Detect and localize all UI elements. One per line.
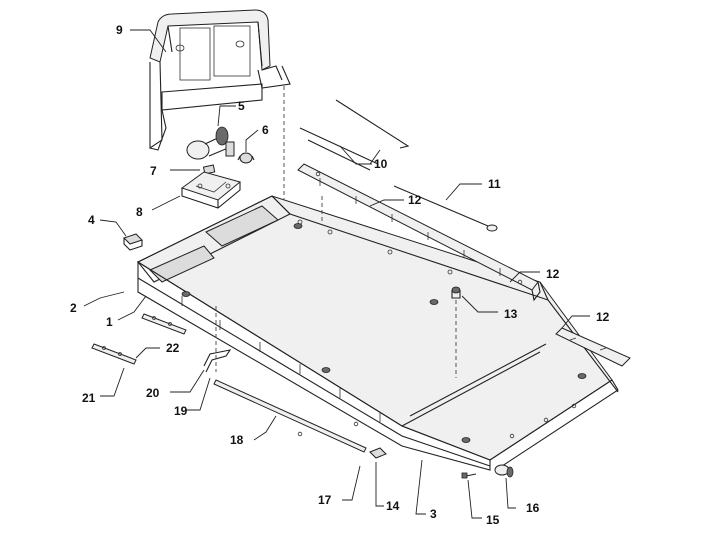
wiring-harness: [299, 99, 498, 232]
callout-17: 17: [318, 493, 332, 507]
mount-strip-21: [91, 343, 137, 365]
callout-6: 6: [262, 123, 269, 137]
mount-strip-22: [141, 313, 187, 335]
callout-1: 1: [106, 315, 113, 329]
callout-12-top: 12: [408, 193, 422, 207]
callout-12-rear: 12: [596, 310, 610, 324]
hitch-ball-assembly: [186, 126, 255, 175]
end-cap-16: [494, 464, 514, 478]
callout-7: 7: [150, 164, 157, 178]
callout-12-middle: 12: [546, 267, 560, 281]
callout-19: 19: [174, 404, 188, 418]
gooseneck-plate: [180, 171, 242, 209]
small-block: [123, 233, 143, 251]
callout-14: 14: [386, 499, 400, 513]
callout-4: 4: [88, 213, 95, 227]
stake-rail-strip-rear: [555, 327, 631, 367]
callout-labels: 9 5 6 7 8 4 2 1 10 11 12 12 12 13 22 21 …: [70, 23, 610, 527]
callout-18: 18: [230, 433, 244, 447]
callout-16: 16: [526, 501, 540, 515]
callout-10: 10: [374, 157, 388, 171]
callout-2: 2: [70, 301, 77, 315]
flatbed-deck: [136, 195, 619, 471]
rub-rail: [213, 379, 367, 453]
callout-20: 20: [146, 386, 160, 400]
small-bracket-14: [369, 447, 387, 459]
alignment-lines: [215, 86, 457, 378]
leader-lines: [83, 29, 590, 519]
callout-3: 3: [430, 507, 437, 521]
callout-8: 8: [136, 205, 143, 219]
callout-15: 15: [486, 513, 500, 527]
callout-5: 5: [238, 99, 245, 113]
step-handle: [203, 349, 232, 373]
callout-21: 21: [82, 391, 96, 405]
callout-11: 11: [488, 177, 501, 191]
callout-22: 22: [166, 341, 180, 355]
callout-13: 13: [504, 307, 518, 321]
callout-9: 9: [116, 23, 123, 37]
stake-rail-strip-top: [297, 163, 541, 302]
hitch-post: [451, 286, 461, 299]
bolt-15: [461, 472, 477, 479]
headache-rack: [149, 9, 291, 151]
